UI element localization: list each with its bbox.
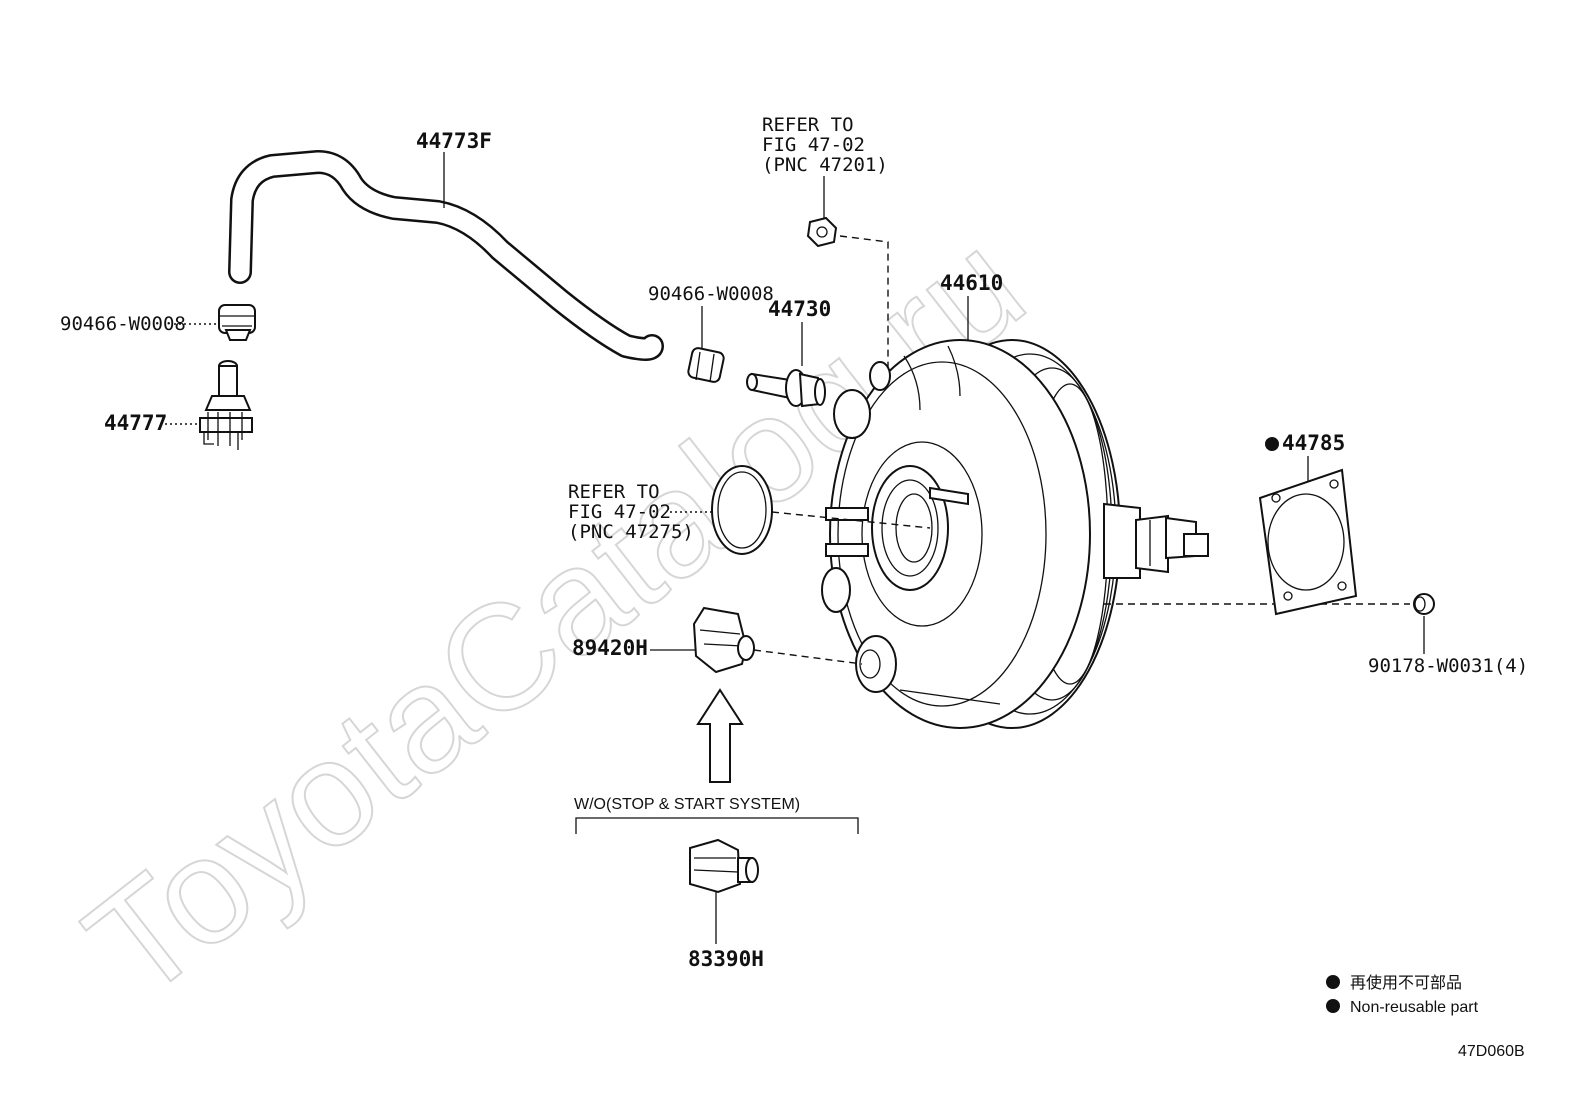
check-valve-44777[interactable]: [199, 360, 253, 450]
legend-en: Non-reusable part: [1350, 999, 1479, 1016]
booster-nut[interactable]: [806, 216, 838, 248]
part-label-90178[interactable]: 90178-W0031(4): [1368, 655, 1528, 677]
refer-top-line-1: REFER TO: [762, 114, 854, 136]
up-arrow: [696, 688, 744, 783]
variant-bracket: [575, 817, 859, 834]
part-label-clip-left[interactable]: 90466-W0008: [60, 313, 186, 335]
refer-top-line-3: (PNC 47201): [762, 154, 888, 176]
part-label-44773f[interactable]: 44773F: [416, 129, 492, 153]
part-label-83390h[interactable]: 83390H: [688, 947, 764, 971]
brake-booster-44610[interactable]: [821, 339, 1209, 729]
gasket-44785[interactable]: [1258, 468, 1358, 616]
union-44730[interactable]: [746, 369, 826, 408]
legend-bullet-jp: [1326, 975, 1340, 989]
pressure-sensor-89420h[interactable]: [692, 606, 755, 674]
part-label-44785[interactable]: 44785: [1282, 431, 1345, 455]
dashed-line-oring: [771, 511, 931, 529]
part-label-44777[interactable]: 44777: [104, 411, 167, 435]
dashed-line-sensor: [753, 649, 863, 665]
figure-code: 47D060B: [1458, 1043, 1525, 1060]
refer-note-top: REFER TO FIG 47-02 (PNC 47201): [762, 114, 888, 176]
part-label-89420h[interactable]: 89420H: [572, 636, 648, 660]
refer-top-line-2: FIG 47-02: [762, 134, 865, 156]
part-label-clip-mid[interactable]: 90466-W0008: [648, 283, 774, 305]
hose-clip-mid[interactable]: [687, 347, 725, 383]
refer-mid-line-2: FIG 47-02: [568, 501, 671, 523]
part-label-44610[interactable]: 44610: [940, 271, 1003, 295]
plug-83390h[interactable]: [689, 838, 759, 894]
legend-jp: 再使用不可部品: [1350, 974, 1462, 992]
refer-mid-line-3: (PNC 47275): [568, 521, 694, 543]
variant-note: W/O(STOP & START SYSTEM): [574, 796, 800, 813]
refer-note-mid: REFER TO FIG 47-02 (PNC 47275): [568, 481, 694, 543]
hose-clip-left[interactable]: [218, 304, 256, 341]
non-reusable-mark-44785: [1265, 437, 1279, 451]
hose-44773f[interactable]: [228, 150, 664, 361]
nut-90178[interactable]: [1413, 593, 1435, 615]
refer-mid-line-1: REFER TO: [568, 481, 660, 503]
o-ring[interactable]: [711, 465, 773, 555]
legend-bullet-en: [1326, 999, 1340, 1013]
part-label-44730[interactable]: 44730: [768, 297, 831, 321]
legend: 再使用不可部品 Non-reusable part: [1326, 974, 1479, 1016]
